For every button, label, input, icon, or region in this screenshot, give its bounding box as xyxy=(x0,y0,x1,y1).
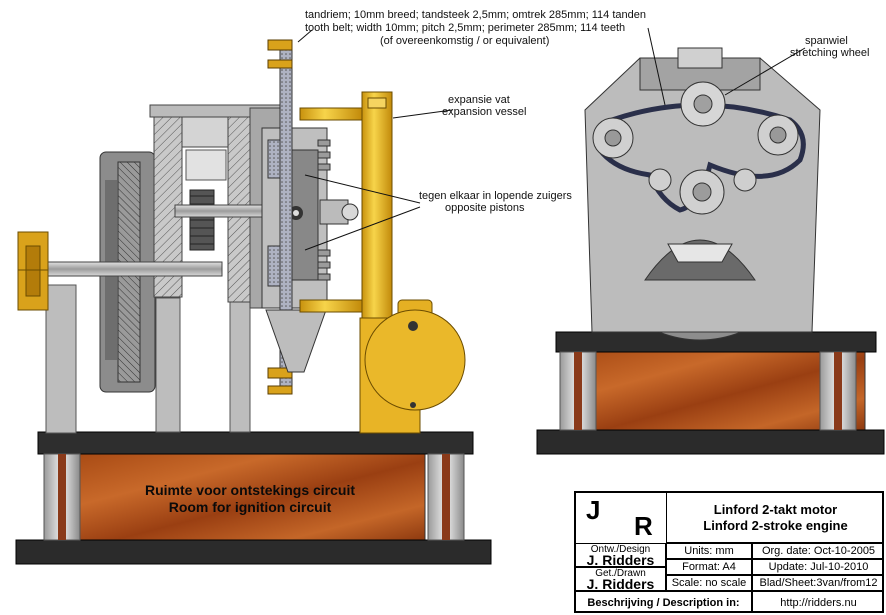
brass-tank xyxy=(359,299,466,434)
drawn-cell: Get./Drawn J. Ridders xyxy=(576,567,666,591)
spanwiel-note-nl: spanwiel xyxy=(805,35,848,47)
design-cell: Ontw./Design J. Ridders xyxy=(576,543,666,567)
front-pulleys xyxy=(592,81,799,215)
upper-shaft xyxy=(174,204,266,218)
pistons-note-nl: tegen elkaar in lopende zuigers xyxy=(419,190,572,202)
frame-legs xyxy=(45,284,251,434)
org-date-cell: Org. date: Oct-10-2005 xyxy=(752,543,884,559)
expansion-note-en: expansion vessel xyxy=(442,106,527,118)
brass-pulley xyxy=(17,231,49,311)
pointer-lines-right xyxy=(647,27,806,106)
description-url: http://ridders.nu xyxy=(752,591,884,613)
logo-cell: J R xyxy=(576,493,666,543)
drawn-name: J. Ridders xyxy=(586,576,655,592)
description-label: Beschrijving / Description in: xyxy=(576,591,752,613)
base-bottom-plate-right xyxy=(536,429,885,455)
shaft-nuts xyxy=(267,39,293,395)
ignition-space-en: Room for ignition circuit xyxy=(168,499,332,515)
tooth-belt xyxy=(596,102,806,213)
ignition-space-label: Ruimte voor ontstekings circuit Room for… xyxy=(100,482,400,516)
design-name: J. Ridders xyxy=(586,552,655,568)
sheet-cell: Blad/Sheet:3van/from12 xyxy=(752,575,884,591)
scale-cell: Scale: no scale xyxy=(666,575,752,591)
logo-letter-j: J xyxy=(586,495,601,525)
tooth-belt-note-equiv: (of overeenkomstig / or equivalent) xyxy=(380,35,550,47)
spanwiel-note-en: stretching wheel xyxy=(790,47,870,59)
crankshaft xyxy=(41,261,223,277)
update-cell: Update: Jul-10-2010 xyxy=(752,559,884,575)
base-wood-left xyxy=(79,451,426,541)
title-cell: Linford 2-takt motor Linford 2-stroke en… xyxy=(666,493,884,543)
base-bottom-plate-left xyxy=(15,539,492,565)
base-wood-right xyxy=(572,349,866,431)
drawn-label: Get./Drawn xyxy=(595,568,646,579)
base-pillars-left xyxy=(43,453,465,541)
format-cell: Format: A4 xyxy=(666,559,752,575)
title-block: J R Linford 2-takt motor Linford 2-strok… xyxy=(574,491,884,613)
design-label: Ontw./Design xyxy=(590,544,651,555)
units-cell: Units: mm xyxy=(666,543,752,559)
tooth-belt-note-en: tooth belt; width 10mm; pitch 2,5mm; per… xyxy=(305,22,626,34)
pointer-lines-left xyxy=(297,29,453,251)
base-pillars-right xyxy=(559,351,857,431)
base-top-plate-left xyxy=(37,431,474,455)
ignition-space-nl: Ruimte voor ontstekings circuit xyxy=(144,482,356,498)
pistons-note-en: opposite pistons xyxy=(445,202,525,214)
logo-letter-r: R xyxy=(634,511,653,541)
title-nl: Linford 2-takt motor xyxy=(713,501,838,517)
front-view xyxy=(536,27,885,455)
tooth-belt-note-nl: tandriem; 10mm breed; tandsteek 2,5mm; o… xyxy=(305,9,646,21)
expansion-note-nl: expansie vat xyxy=(448,94,510,106)
side-view xyxy=(15,29,492,565)
title-en: Linford 2-stroke engine xyxy=(703,517,848,533)
cylinder-block xyxy=(261,127,359,309)
lower-bearing xyxy=(265,309,327,373)
